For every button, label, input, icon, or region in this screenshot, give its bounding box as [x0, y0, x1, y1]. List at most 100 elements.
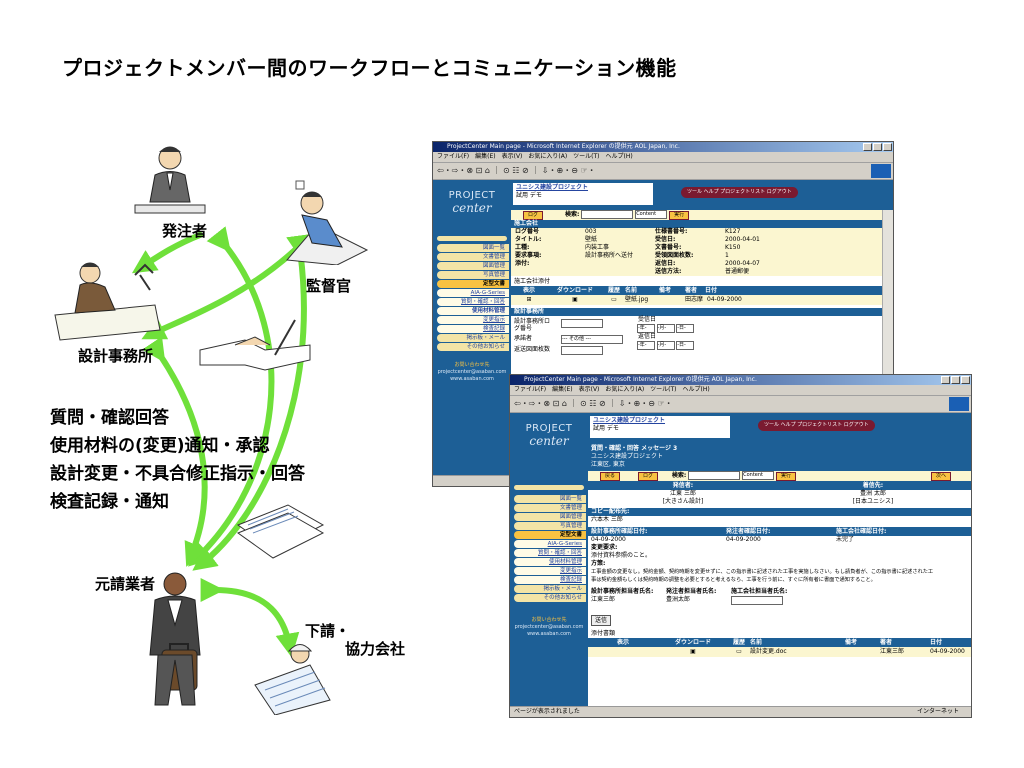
sidebar-subitem[interactable]: AIA-G-Series	[514, 540, 586, 548]
sidebar-item[interactable]: 文書管理	[437, 253, 509, 261]
bullet-2: 使用材料の(変更)通知・承認	[50, 436, 270, 456]
policy-label: 方策:	[591, 560, 606, 567]
arrow-supervisor-design	[141, 247, 298, 340]
bullet-1: 質問・確認回答	[50, 408, 169, 428]
search-button[interactable]: 実行	[776, 472, 797, 481]
sidebar-item[interactable]: その他お知らせ	[437, 343, 509, 351]
attach-section-title: 施工会社添付	[514, 278, 551, 285]
minimize-button[interactable]	[941, 376, 950, 384]
log-button[interactable]: ログ	[637, 472, 658, 481]
close-button[interactable]	[961, 376, 970, 384]
sidebar-item[interactable]: 写真管理	[437, 271, 509, 279]
sidebar-subitem[interactable]: 検査記録	[437, 325, 509, 333]
cc-label: コピー配布先:	[588, 508, 971, 516]
search-select[interactable]: Content	[635, 210, 668, 219]
attach-row: ⊞ ▣ ▭ 壁紙.jpg 田志摩 04-09-2000	[511, 295, 883, 305]
contact-info: お問い合わせ先 projectcenter@asaban.com www.asa…	[437, 362, 507, 382]
sidebar-subitem[interactable]: 使用材料管理	[437, 307, 509, 315]
search-row: ログ 検索: Content 実行	[511, 210, 883, 220]
send-button[interactable]: 送信	[591, 615, 612, 626]
back-button[interactable]: 戻る	[600, 472, 621, 481]
sidebar-subitem[interactable]: AIA-G-Series	[437, 289, 509, 297]
policy-text-1: 工事金額の変更なし。契約金額、契約時期を変更せずに、この指示書に記述された工事を…	[591, 569, 934, 575]
design-log-input[interactable]	[561, 319, 603, 328]
window-title: ProjectCenter Main page - Microsoft Inte…	[524, 376, 757, 383]
minimize-button[interactable]	[863, 143, 872, 151]
maximize-button[interactable]	[951, 376, 960, 384]
sidebar-subitem[interactable]: 使用材料管理	[514, 558, 586, 566]
search-input[interactable]	[688, 471, 741, 480]
status-bar: ページが表示されました インターネット	[510, 706, 971, 717]
bullet-4: 検査記録・通知	[50, 492, 169, 512]
sidebar-item[interactable]: 写真管理	[514, 522, 586, 530]
nav-top-tab[interactable]	[437, 236, 507, 241]
browser-toolbar[interactable]: ⇦・⇨・⊗ ⊡ ⌂ ｜ ⊙ ☷ ⊘ ｜ ⇩・⊕・⊖ ☞・	[433, 163, 893, 180]
content-header: ユニシス建設プロジェクト 試用 デモ ツール ヘルプ プロジェクトリスト ログア…	[588, 413, 971, 443]
sidebar-item[interactable]: 文書管理	[514, 504, 586, 512]
browser-toolbar[interactable]: ⇦・⇨・⊗ ⊡ ⌂ ｜ ⊙ ☷ ⊘ ｜ ⇩・⊕・⊖ ☞・	[510, 396, 971, 413]
close-button[interactable]	[883, 143, 892, 151]
sidebar-item[interactable]: 図面一覧	[437, 244, 509, 252]
menu-bar[interactable]: ファイル(F) 編集(E) 表示(V) お気に入り(A) ツール(T) ヘルプ(…	[510, 385, 971, 396]
header-menu-pills[interactable]: ツール ヘルプ プロジェクトリスト ログアウト	[681, 187, 798, 198]
change-request-text: 添付資料参照のこと。	[591, 552, 652, 559]
sidebar-item[interactable]: 図面一覧	[514, 495, 586, 503]
design-form: 設計事務所ロ グ番号 承諾者 --- その他 --- 返送図面枚数 受信日 -年…	[511, 316, 883, 356]
contractor-staff-input[interactable]	[731, 596, 783, 605]
approver-select[interactable]: --- その他 ---	[561, 335, 623, 344]
search-button[interactable]: 実行	[669, 211, 690, 220]
supervisor-illustration	[285, 180, 369, 265]
next-button[interactable]: 次へ	[930, 472, 951, 481]
download-icon[interactable]: ▣	[690, 648, 696, 655]
ie-logo-icon	[949, 397, 969, 411]
sidebar-item-active[interactable]: 定型文書	[514, 531, 586, 539]
toolbar-icons[interactable]: ⇦・⇨・⊗ ⊡ ⌂ ｜ ⊙ ☷ ⊘ ｜ ⇩・⊕・⊖ ☞・	[514, 399, 673, 408]
header-menu-pills[interactable]: ツール ヘルプ プロジェクトリスト ログアウト	[758, 420, 875, 431]
history-icon[interactable]: ▭	[736, 648, 742, 655]
zone-indicator: インターネット	[916, 708, 959, 715]
section-design: 設計事務所	[511, 308, 883, 316]
bullet-3: 設計変更・不具合修正指示・回答	[50, 464, 305, 484]
sidebar-item[interactable]: 掲示板・メール	[514, 585, 586, 593]
contact-info: お問い合わせ先 projectcenter@asaban.com www.asa…	[514, 617, 584, 637]
sidebar-subitem[interactable]: 質問・確認・回答	[514, 549, 586, 557]
view-icon[interactable]: ⊞	[526, 296, 532, 303]
content-header: ユニシス建設プロジェクト 試用 デモ ツール ヘルプ プロジェクトリスト ログア…	[511, 180, 883, 210]
received-date-selects[interactable]: -年- -月- -日-	[637, 324, 695, 333]
sidebar-item[interactable]: 図面管理	[437, 262, 509, 270]
sidebar-item[interactable]: その他お知らせ	[514, 594, 586, 602]
sender-recipient-header: 発信者: 着信先:	[588, 481, 971, 490]
sidebar-subitem[interactable]: 質問・確認・回答	[437, 298, 509, 306]
reply-date-selects[interactable]: -年- -月- -日-	[637, 341, 695, 350]
project-box: ユニシス建設プロジェクト 試用 デモ	[590, 416, 730, 438]
menu-bar[interactable]: ファイル(F) 編集(E) 表示(V) お気に入り(A) ツール(T) ヘルプ(…	[433, 152, 893, 163]
search-select[interactable]: Content	[742, 471, 775, 480]
handshake-illustration	[199, 319, 311, 371]
send-row: 送信	[588, 607, 971, 626]
project-center-logo: PROJECT center	[448, 190, 496, 215]
download-icon[interactable]: ▣	[572, 296, 578, 303]
vertical-scrollbar[interactable]	[882, 210, 893, 476]
portal-page: PROJECT center 図面一覧 文書管理 図面管理 写真管理 定型文書 …	[510, 413, 971, 707]
nav-top-tab[interactable]	[514, 485, 584, 490]
sidebar-item[interactable]: 掲示板・メール	[437, 334, 509, 342]
slide-title: プロジェクトメンバー間のワークフローとコミュニケーション機能	[62, 56, 677, 80]
sidebar-subitem[interactable]: 変更指示	[514, 567, 586, 575]
sidebar-item[interactable]: 図面管理	[514, 513, 586, 521]
sidebar: PROJECT center 図面一覧 文書管理 図面管理 写真管理 定型文書 …	[433, 180, 511, 476]
documents-illustration	[236, 504, 325, 559]
attach-row: ▣ ▭ 設計変更.doc 江東三郎 04-09-2000	[588, 647, 971, 657]
sidebar-subitem[interactable]: 変更指示	[437, 316, 509, 324]
returned-sheets-input[interactable]	[561, 346, 603, 355]
maximize-button[interactable]	[873, 143, 882, 151]
toolbar-icons[interactable]: ⇦・⇨・⊗ ⊡ ⌂ ｜ ⊙ ☷ ⊘ ｜ ⇩・⊕・⊖ ☞・	[437, 166, 596, 175]
label-client: 発注者	[162, 222, 208, 240]
search-input[interactable]	[581, 210, 634, 219]
section-company: 施工会社	[511, 220, 883, 228]
log-button[interactable]: ログ	[523, 211, 544, 220]
confirm-dates-values: 04-09-2000 04-09-2000 未完了	[591, 536, 855, 543]
history-icon[interactable]: ▭	[611, 296, 617, 303]
sidebar-subitem[interactable]: 検査記録	[514, 576, 586, 584]
client-illustration	[134, 146, 206, 214]
sidebar-item-active[interactable]: 定型文書	[437, 280, 509, 288]
